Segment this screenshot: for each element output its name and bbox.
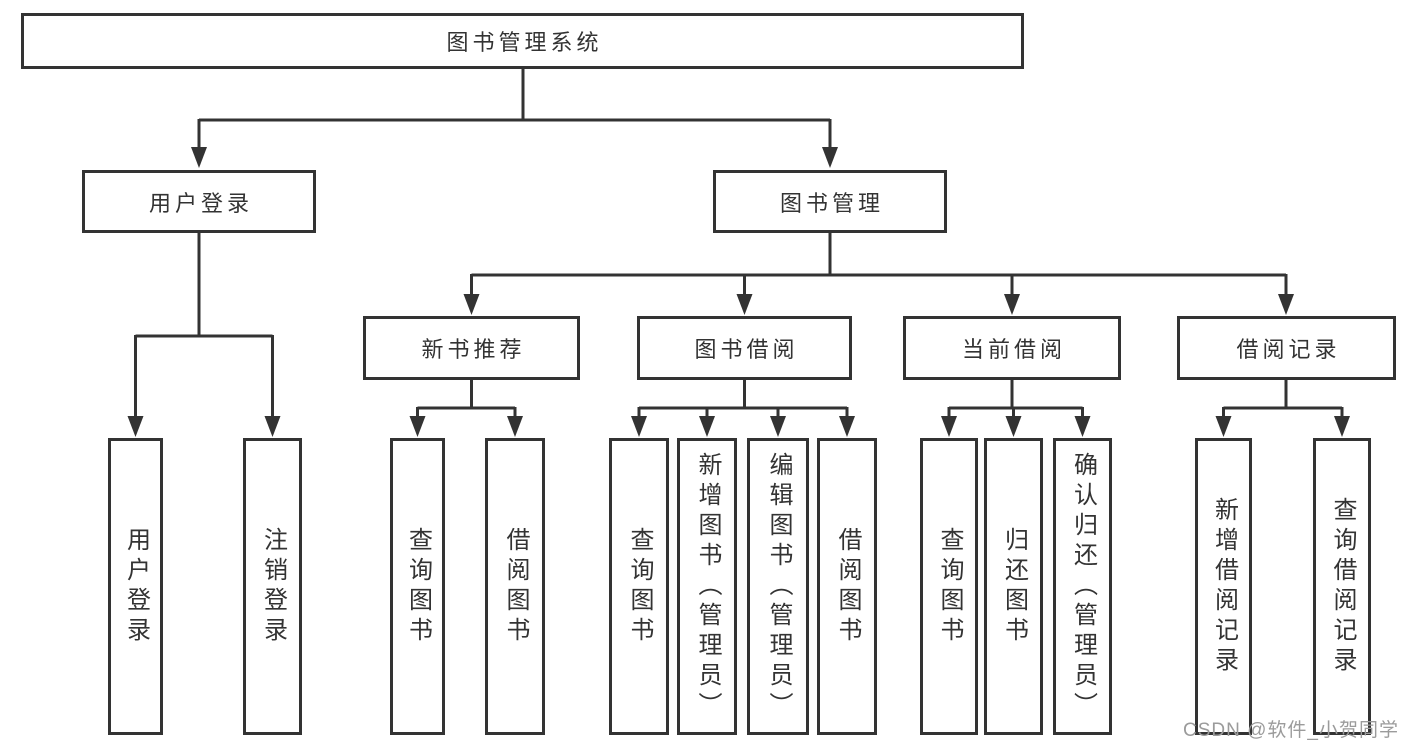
leaf-add-borrow-record-label: 新增借阅记录 [1210, 496, 1238, 677]
node-borrowing-records: 借阅记录 [1177, 316, 1396, 380]
leaf-borrow-books-borrowing: 借阅图书 [817, 438, 877, 735]
leaf-borrow-books-recommend: 借阅图书 [485, 438, 545, 735]
node-root-label: 图书管理系统 [446, 30, 603, 55]
leaf-add-books-admin-label: 新增图书（管理员） [694, 451, 721, 722]
leaf-edit-books-admin-label: 编辑图书（管理员） [765, 451, 792, 722]
node-current-borrowing: 当前借阅 [903, 316, 1121, 380]
leaf-query-books-recommend-label: 查询图书 [404, 526, 432, 647]
node-root: 图书管理系统 [21, 13, 1024, 69]
node-book-management-label: 图书管理 [779, 190, 884, 216]
leaf-query-books-current: 查询图书 [920, 438, 978, 735]
leaf-borrow-books-recommend-label: 借阅图书 [502, 526, 529, 647]
leaf-query-borrow-record-label: 查询借阅记录 [1329, 496, 1356, 677]
leaf-user-login-label: 用户登录 [122, 526, 150, 647]
leaf-borrow-books-borrowing-label: 借阅图书 [834, 526, 861, 647]
node-book-borrowing-label: 图书借阅 [694, 337, 799, 362]
leaf-add-books-admin: 新增图书（管理员） [677, 438, 737, 735]
node-book-management: 图书管理 [713, 170, 947, 233]
leaf-return-books-label: 归还图书 [1000, 526, 1028, 647]
leaf-query-borrow-record: 查询借阅记录 [1313, 438, 1371, 735]
leaf-query-books-borrowing-label: 查询图书 [626, 526, 653, 647]
arrowheads [127, 147, 1350, 437]
node-user-login: 用户登录 [82, 170, 316, 233]
node-new-book-recommend-label: 新书推荐 [421, 337, 526, 362]
leaf-logout: 注销登录 [243, 438, 302, 735]
node-user-login-label: 用户登录 [148, 190, 253, 216]
leaf-add-borrow-record: 新增借阅记录 [1195, 438, 1252, 735]
leaf-user-login: 用户登录 [108, 438, 163, 735]
node-book-borrowing: 图书借阅 [637, 316, 852, 380]
watermark: CSDN @软件_小贺同学 [1183, 720, 1399, 741]
leaf-return-books: 归还图书 [984, 438, 1043, 735]
node-current-borrowing-label: 当前借阅 [961, 337, 1066, 362]
node-borrowing-records-label: 借阅记录 [1236, 337, 1341, 362]
leaf-query-books-recommend: 查询图书 [390, 438, 445, 735]
leaf-confirm-return-admin-label: 确认归还（管理员） [1069, 451, 1097, 722]
node-new-book-recommend: 新书推荐 [363, 316, 580, 380]
leaf-query-books-borrowing: 查询图书 [609, 438, 669, 735]
leaf-logout-label: 注销登录 [259, 526, 287, 647]
leaf-confirm-return-admin: 确认归还（管理员） [1053, 438, 1112, 735]
leaf-edit-books-admin: 编辑图书（管理员） [747, 438, 809, 735]
leaf-query-books-current-label: 查询图书 [936, 526, 963, 647]
